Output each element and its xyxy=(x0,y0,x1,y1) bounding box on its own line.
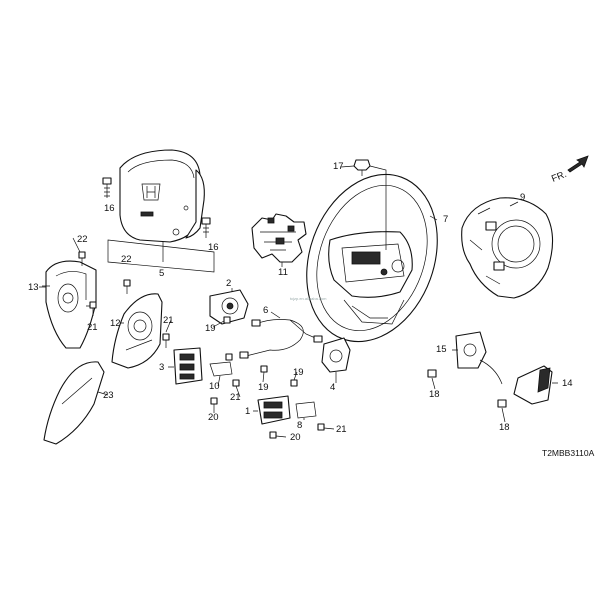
screw-22-right xyxy=(123,279,131,294)
bracket-8 xyxy=(295,401,317,419)
screw-20-b xyxy=(269,431,277,439)
steering-rear-cover xyxy=(461,197,554,299)
airbag-module xyxy=(119,149,205,243)
callout-14: 14 xyxy=(562,378,573,389)
callout-18-b: 18 xyxy=(499,422,510,433)
left-lower-garnish xyxy=(45,260,97,349)
callout-15: 15 xyxy=(436,344,447,355)
callout-3: 3 xyxy=(159,362,164,373)
callout-5: 5 xyxy=(159,268,164,279)
screw-21-right xyxy=(162,333,170,348)
wire-harness-bracket xyxy=(251,213,307,263)
paddle-switch-15 xyxy=(455,331,503,385)
screw-18-b xyxy=(497,399,507,408)
switch-1 xyxy=(257,395,291,425)
screw-21-d xyxy=(317,423,325,431)
callout-6: 6 xyxy=(263,305,268,316)
screw-19-b xyxy=(260,365,268,373)
right-lower-garnish xyxy=(111,293,163,369)
callout-20-a: 20 xyxy=(208,412,219,423)
diagram-code: T2MBB3110A xyxy=(542,448,595,458)
steering-wheel xyxy=(306,173,438,343)
screw-21-left xyxy=(89,301,97,316)
callout-13: 13 xyxy=(28,282,39,293)
paddle-14 xyxy=(513,365,553,405)
callout-2: 2 xyxy=(226,278,231,289)
callout-21-b: 21 xyxy=(163,315,174,326)
honda-emblem xyxy=(141,183,161,201)
screw-19-a xyxy=(223,316,231,324)
bolt-17 xyxy=(353,159,371,176)
callout-9: 9 xyxy=(520,192,525,203)
forward-direction-arrow: FR. xyxy=(550,155,589,185)
callout-21-c: 21 xyxy=(230,392,241,403)
callout-1: 1 xyxy=(245,406,250,417)
column-cover xyxy=(43,361,105,445)
callout-10: 10 xyxy=(209,381,220,392)
callout-18-a: 18 xyxy=(429,389,440,400)
callout-17: 17 xyxy=(333,161,344,172)
callout-8: 8 xyxy=(297,420,302,431)
bolt-16-left xyxy=(102,177,112,198)
bolt-16-right xyxy=(201,217,211,238)
screw-20-a xyxy=(210,397,218,405)
callout-7: 7 xyxy=(443,214,448,225)
callout-19-b: 19 xyxy=(258,382,269,393)
screw-21-c xyxy=(232,379,240,387)
callout-20-b: 20 xyxy=(290,432,301,443)
callout-22-b: 22 xyxy=(121,254,132,265)
screw-19-c xyxy=(290,379,298,387)
bracket-10 xyxy=(209,353,233,377)
callout-19-a: 19 xyxy=(205,323,216,334)
callout-21-d: 21 xyxy=(336,424,347,435)
callout-11: 11 xyxy=(278,267,288,278)
cruise-switch xyxy=(321,337,351,373)
screw-18-a xyxy=(427,369,437,378)
callout-16-left: 16 xyxy=(104,203,115,214)
callout-22-a: 22 xyxy=(77,234,88,245)
callout-19-c: 19 xyxy=(293,367,304,378)
watermark: tcjzp.en.alibaba.com xyxy=(290,296,327,301)
callout-4: 4 xyxy=(330,382,335,393)
screw-22-left xyxy=(78,251,86,266)
callout-21-a: 21 xyxy=(87,322,98,333)
callout-12: 12 xyxy=(110,318,121,329)
left-switch-3 xyxy=(173,347,203,385)
callout-16-right: 16 xyxy=(208,242,219,253)
direction-label: FR. xyxy=(550,169,568,185)
switch-harness xyxy=(239,319,323,359)
switch-assembly-2 xyxy=(209,289,249,325)
callout-23: 23 xyxy=(103,390,114,401)
